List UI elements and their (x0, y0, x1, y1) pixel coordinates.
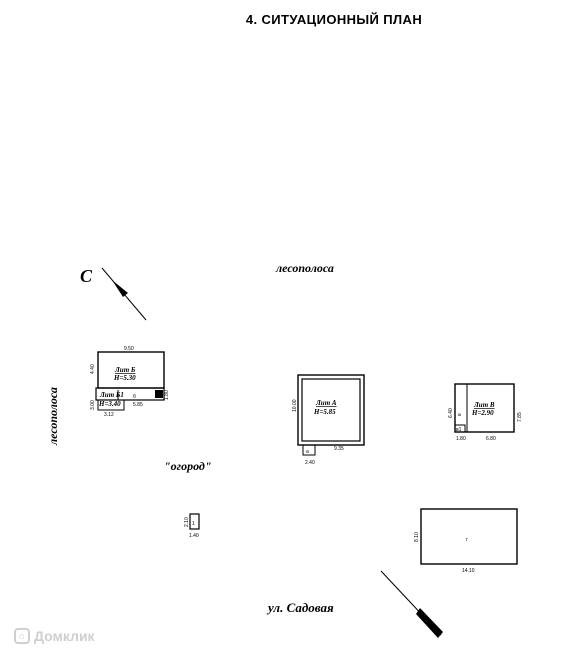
building-b-dim-left2: 3.00 (90, 400, 96, 410)
building-b-dim-mid: 5.85 (133, 402, 143, 408)
building-v (454, 383, 515, 433)
building-v-height: H=2.90 (471, 409, 494, 417)
building-g-name: г (466, 537, 468, 543)
forest-left-label: лесополоса (46, 387, 60, 446)
building-g-dim-bottom: 14.10 (462, 568, 475, 574)
building-v-mark2: в1 (456, 427, 462, 433)
plan-title: 4. СИТУАЦИОННЫЙ ПЛАН (245, 12, 423, 27)
building-a-name: Лит А (315, 399, 337, 407)
building-v-dim-bottom2: 1.80 (456, 436, 466, 442)
watermark-text: Домклик (34, 628, 95, 644)
entrance-arrow-icon (380, 570, 443, 638)
building-a-height: H=5.85 (313, 408, 336, 416)
street-label: ул. Садовая (266, 600, 334, 615)
small-structure-name: 1 (192, 521, 195, 527)
small-structure (189, 513, 200, 530)
building-b-mark: б (133, 394, 136, 400)
building-v-dim-right: 7.85 (517, 412, 523, 422)
small-structure-dim-bottom: 1.40 (189, 533, 199, 539)
building-a-porch: а (306, 449, 309, 455)
building-v-dim-bottom: 6.80 (486, 436, 496, 442)
building-b-dim-right: 1.80 (164, 390, 170, 400)
north-arrow-icon (101, 267, 147, 321)
north-label: С (80, 266, 93, 286)
building-g (420, 508, 518, 565)
building-v-mark: в (457, 413, 463, 416)
building-b-height: H=5.30 (113, 374, 136, 382)
building-a-dim-bottom2: 2.40 (305, 460, 315, 466)
building-a (297, 374, 365, 456)
garden-label: "огород" (164, 459, 212, 473)
building-v-dim-left: 6.40 (448, 408, 454, 418)
building-a-dim-left: 10.00 (292, 399, 298, 412)
building-b-dim-bottom: 3.12 (104, 412, 114, 418)
building-b (95, 351, 165, 411)
building-v-name: Лит В (473, 401, 495, 409)
domclick-watermark: ⌂ Домклик (14, 628, 95, 644)
building-a-dim-bottom: 9.35 (334, 446, 344, 452)
building-b1-height: H=3.40 (98, 400, 121, 408)
building-b-name: Лит Б (114, 366, 136, 374)
building-b-dim-left: 4.40 (90, 364, 96, 374)
building-g-dim-left: 8.10 (414, 532, 420, 542)
small-structure-dim-left: 2.10 (184, 517, 190, 527)
forest-top-label: лесополоса (275, 261, 334, 275)
home-logo-icon: ⌂ (14, 628, 30, 644)
building-b1-name: Лит Б1 (99, 391, 124, 399)
building-b-dim-top: 9.50 (124, 346, 134, 352)
